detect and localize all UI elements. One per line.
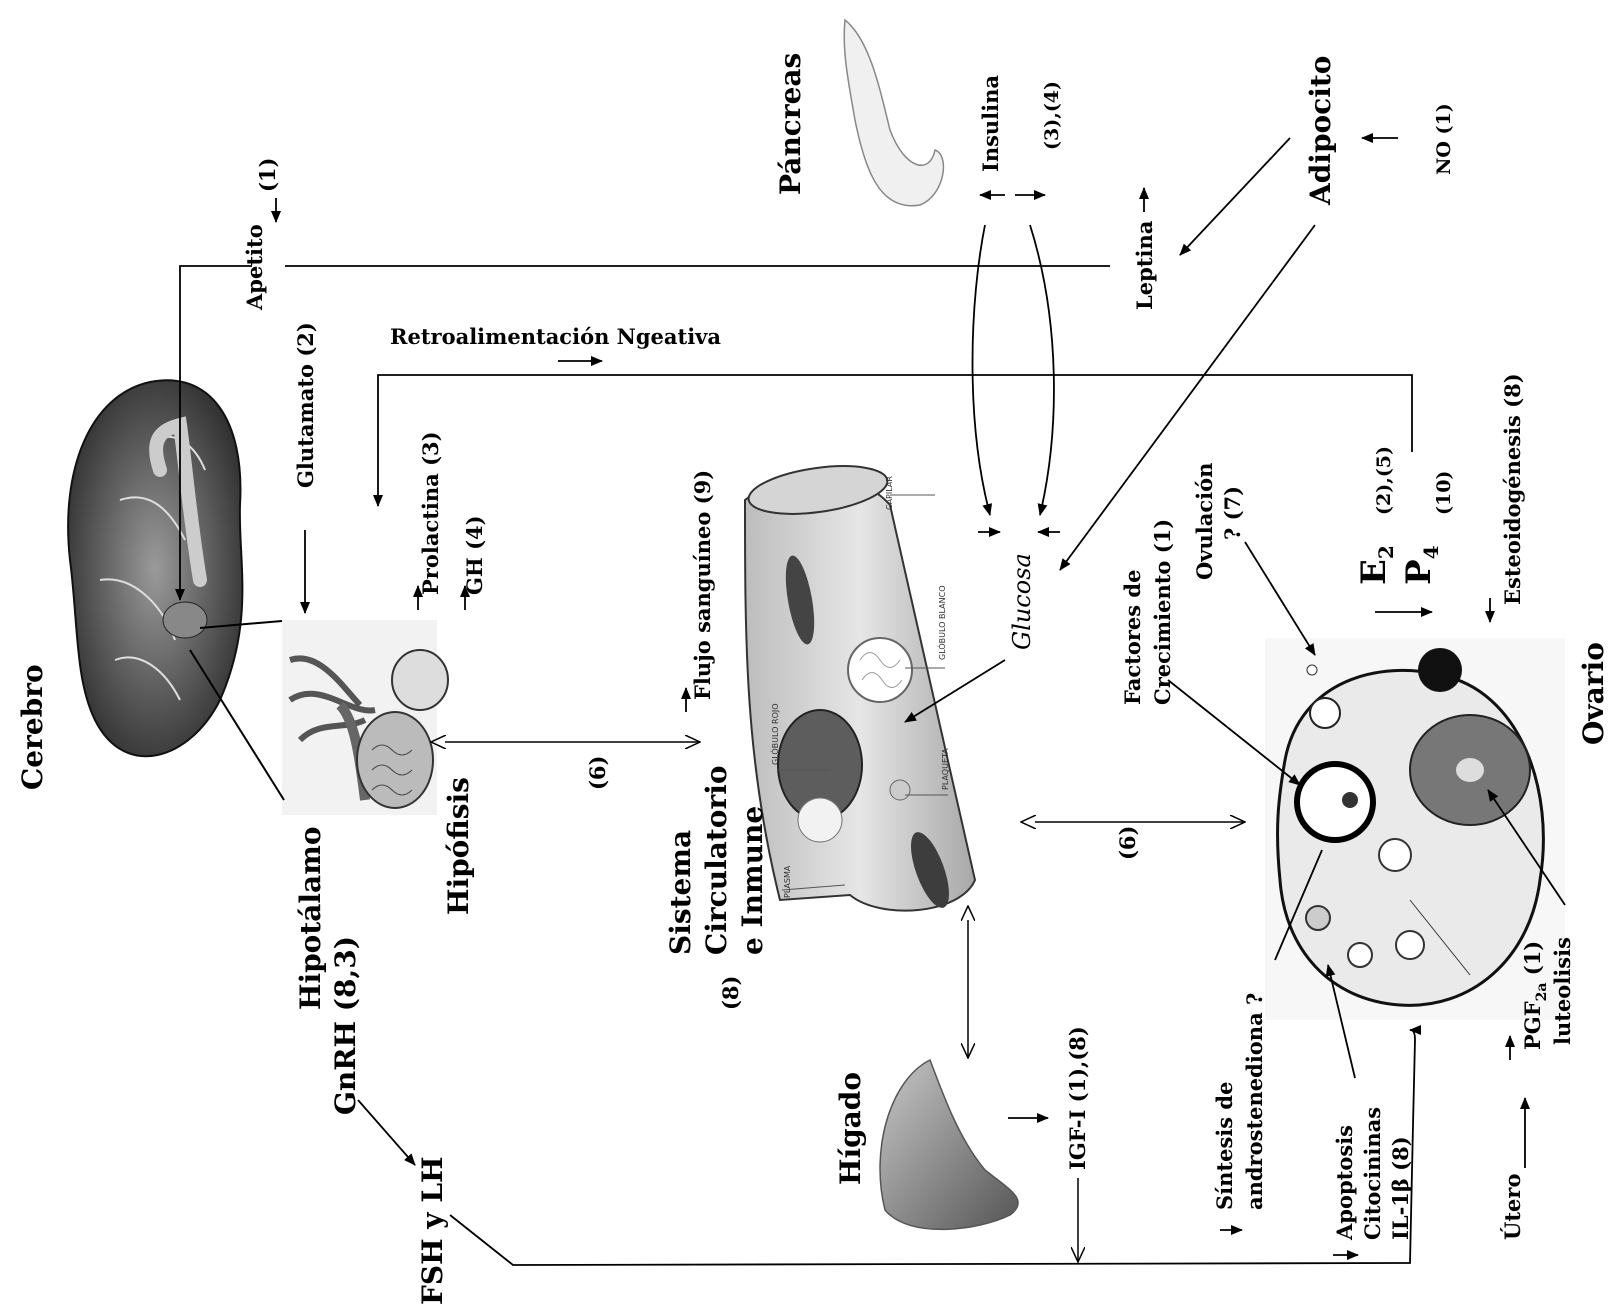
- pancreas-illustration: [844, 20, 943, 206]
- gnrh-label: GnRH (8,3): [329, 936, 362, 1115]
- no-label: NO (1): [1433, 103, 1455, 175]
- prolactina-label: Prolactina (3): [418, 431, 443, 595]
- pgf-ref: (1): [1520, 941, 1545, 983]
- gnrh-fsh-arrow: [358, 1100, 415, 1165]
- vessel-label-capilar: CAPILAR: [885, 476, 894, 510]
- hipofisis-label: Hipófisis: [442, 777, 475, 915]
- factores-label-line2: Crecimiento (1): [1150, 519, 1175, 705]
- gh-label: GH (4): [462, 515, 487, 595]
- six-right-label: (6): [1115, 826, 1140, 860]
- adipocito-label: Adipocito: [1304, 56, 1337, 207]
- blood-vessel-illustration: CAPILAR GLÓBULO BLANCO GLÓBULO ROJO PLAQ…: [745, 458, 975, 912]
- sistema-label-line2: Circulatorio: [700, 765, 733, 955]
- leptina-label: Leptina: [1132, 220, 1157, 310]
- hipotalamo-label: Hipotálamo: [294, 826, 327, 1010]
- utero-label: Útero: [1500, 1174, 1525, 1240]
- insulina-ref: (3),(4): [1041, 81, 1063, 150]
- luteolisis-label: luteolisis: [1550, 937, 1575, 1045]
- apoptosis-label-line2: Citocininas: [1360, 1107, 1385, 1240]
- ovario-label: Ovario: [1577, 642, 1610, 745]
- svg-text:P4: P4: [1399, 545, 1443, 585]
- cerebro-label: Cerebro: [16, 664, 49, 790]
- e2-ref: (2),(5): [1373, 446, 1395, 515]
- flujo-label: Flujo sanguíneo (9): [690, 470, 715, 700]
- liver-illustration: [880, 1060, 1018, 1229]
- pancreas-label: Páncreas: [774, 53, 807, 195]
- higado-label: Hígado: [834, 1072, 867, 1185]
- insulina-label: Insulina: [978, 75, 1003, 172]
- pgf-subscript: 2a: [1534, 983, 1550, 1002]
- vessel-label-plasma: PLASMA: [783, 865, 792, 898]
- eight-label: (8): [718, 976, 743, 1010]
- sistema-label-line1: Sistema: [664, 830, 697, 955]
- sistema-label-line3: e Inmune: [736, 806, 769, 955]
- ovulacion-label-line2: ? (7): [1220, 486, 1245, 540]
- factores-label-line1: Factores de: [1120, 570, 1145, 705]
- fsh-lh-label: FSH y LH: [416, 1157, 449, 1305]
- esteroid-label: Esteoidogénesis (8): [1500, 373, 1525, 605]
- e2-subscript: 2: [1374, 545, 1398, 559]
- apetito-label: Apetito: [242, 224, 267, 311]
- sintesis-label-line2: androstenediona ?: [1242, 993, 1267, 1210]
- sintesis-label-line1: Síntesis de: [1212, 1082, 1237, 1210]
- retro-label: Retroalimentación Ngeativa: [390, 324, 721, 349]
- adipocito-leptina-arrow: [1180, 138, 1290, 255]
- igf-label: IGF-I (1),(8): [1065, 1026, 1090, 1170]
- svg-text:E2: E2: [1354, 545, 1398, 585]
- apoptosis-label-line3: IL-1β (8): [1388, 1136, 1413, 1240]
- pgf-label: PGF: [1520, 1001, 1545, 1050]
- e2-label: E: [1354, 559, 1394, 585]
- apetito-ref: (1): [255, 158, 280, 192]
- vessel-label-rojo: GLÓBULO ROJO: [769, 703, 780, 765]
- negative-feedback-arrow: [378, 375, 1412, 506]
- ovulacion-label-line1: Ovulación: [1192, 463, 1217, 580]
- insulina-glucosa-arrow-2: [1030, 225, 1054, 515]
- six-left-label: (6): [585, 756, 610, 790]
- e2-label-group: E2: [1354, 545, 1398, 585]
- apoptosis-label-line1: Apoptosis: [1332, 1125, 1357, 1241]
- glutamato-label: Glutamato (2): [293, 322, 318, 488]
- p4-label: P: [1399, 559, 1439, 585]
- vessel-label-plaqueta: PLAQUETA: [941, 748, 950, 790]
- adipocito-glucosa-arrow: [1060, 225, 1315, 570]
- brain-illustration: [68, 380, 242, 756]
- pituitary-illustration: [282, 620, 448, 815]
- vessel-label-blanco: GLÓBULO BLANCO: [936, 586, 947, 661]
- p4-label-group: P4: [1399, 545, 1443, 585]
- p4-subscript: 4: [1419, 545, 1443, 559]
- fsh-lh-ovary-arrowhead: [1410, 1030, 1415, 1040]
- p4-ref: (10): [1433, 471, 1455, 515]
- insulina-glucosa-arrow-1: [973, 225, 991, 515]
- glucosa-label: Glucosa: [1008, 553, 1036, 650]
